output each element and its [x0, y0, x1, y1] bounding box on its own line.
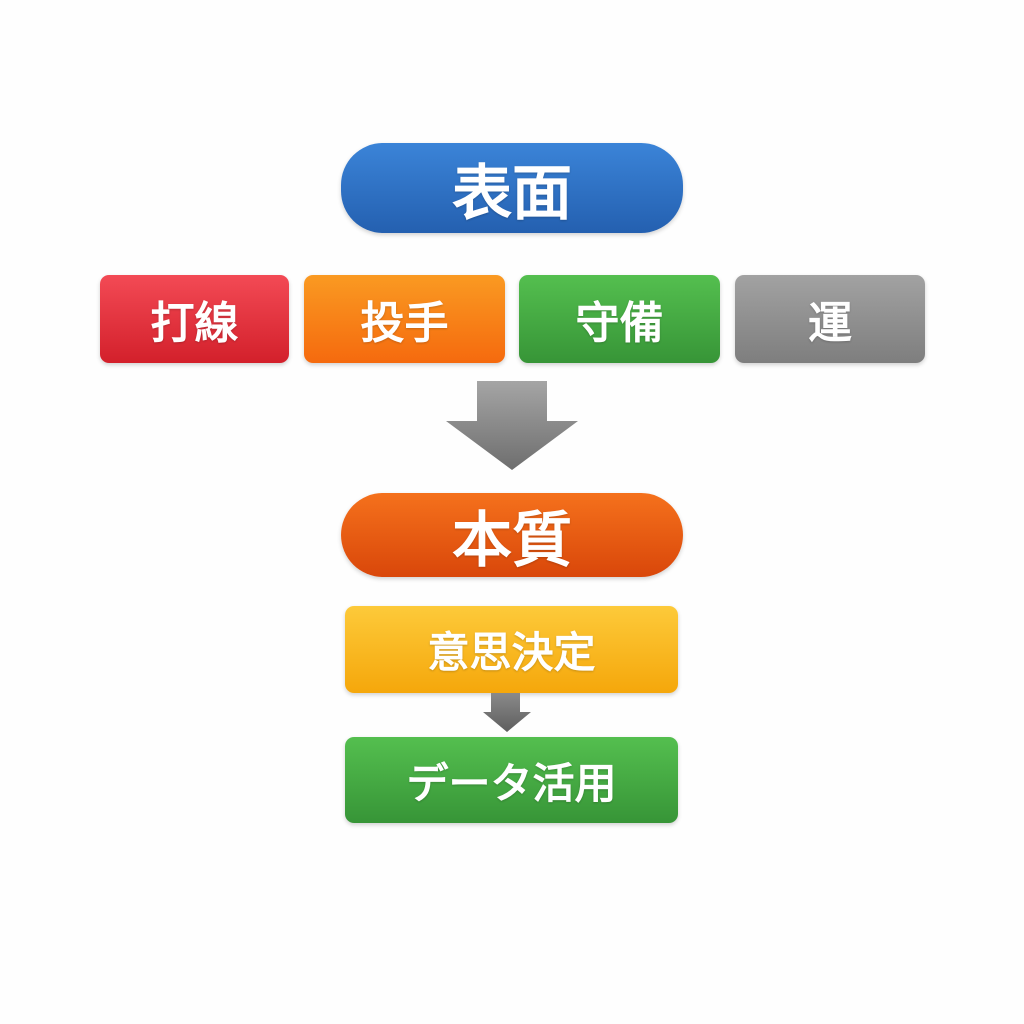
factor-defense: 守備 [519, 275, 720, 363]
surface-node: 表面 [341, 143, 683, 233]
factor-luck: 運 [735, 275, 925, 363]
data-utilization-node: データ活用 [345, 737, 678, 823]
essence-node: 本質 [341, 493, 683, 577]
decision-making-node: 意思決定 [345, 606, 678, 693]
small-down-arrow-icon [483, 693, 531, 732]
down-arrow-icon [446, 381, 578, 470]
factor-pitching: 投手 [304, 275, 505, 363]
factor-batting: 打線 [100, 275, 289, 363]
